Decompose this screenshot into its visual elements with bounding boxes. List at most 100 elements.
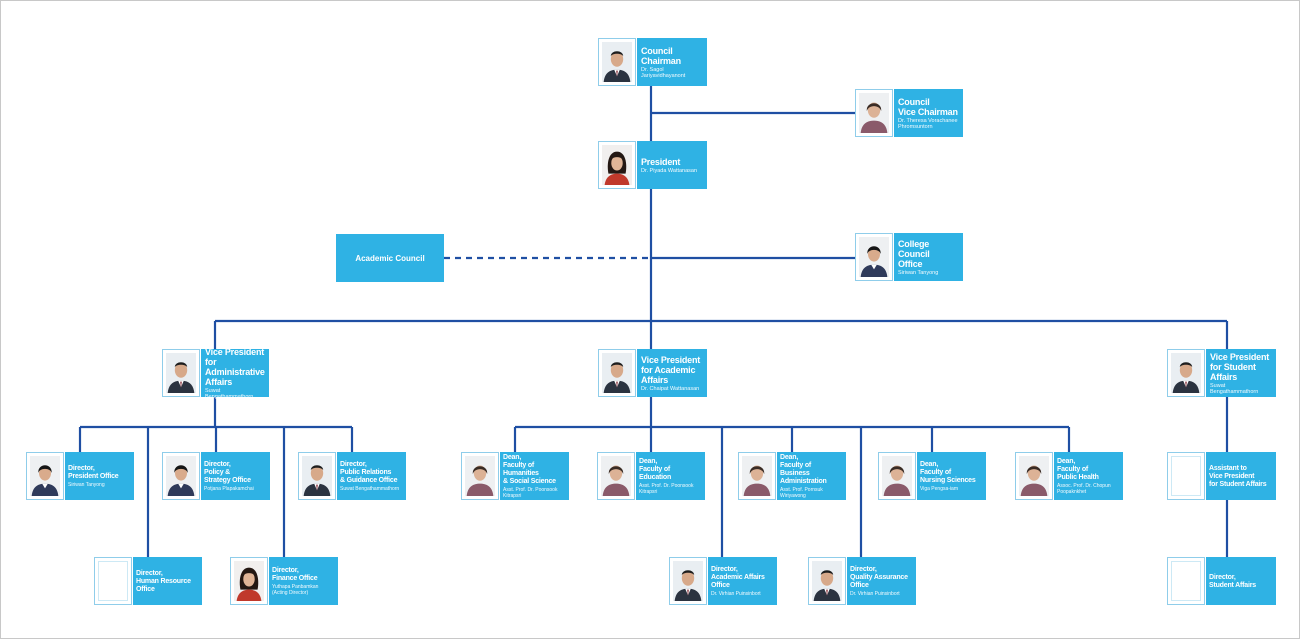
node-label-box: Dean, Faculty of Business Administration…	[777, 452, 846, 500]
node-person-name: Yuthapa Panbamkan (Acting Director)	[272, 584, 319, 596]
portrait-photo	[598, 141, 636, 189]
man-suit-icon	[812, 561, 842, 601]
node-person-name: Dr. Sagol Jariyavidhayanont	[641, 67, 686, 79]
node-label-box: Vice President for Administrative Affair…	[201, 347, 269, 400]
portrait-photo	[162, 452, 200, 500]
node-person-name: Asst. Prof. Dr. Poonsook Kitrapsri	[503, 487, 558, 499]
node-title: Dean, Faculty of Public Health	[1057, 458, 1099, 481]
portrait-photo	[597, 452, 635, 500]
node-title: Director, Human Resource Office	[136, 569, 191, 593]
node-person-name: Siriwan Tanyong	[898, 270, 939, 276]
woman-elder-icon	[882, 456, 912, 496]
node-title: Vice President for Academic Affairs	[641, 355, 701, 385]
node-dean-business: Dean, Faculty of Business Administration…	[738, 452, 846, 500]
node-person-name: Dr. Chaipat Wattanasan	[641, 386, 700, 392]
node-director-public-relations: Director, Public Relations & Guidance Of…	[298, 452, 406, 500]
node-assistant-vp-student: Assistant to Vice President for Student …	[1167, 452, 1276, 500]
woman-icon	[166, 456, 196, 496]
node-title: Dean, Faculty of Education	[639, 458, 672, 481]
woman-elder-icon	[601, 456, 631, 496]
portrait-photo	[162, 349, 200, 397]
node-person-name: Potjana Plapakamchai	[204, 486, 254, 492]
node-title: Director, President Office	[68, 465, 119, 480]
node-title: Director, Policy & Strategy Office	[204, 461, 251, 484]
man-suit-icon	[673, 561, 703, 601]
portrait-photo	[669, 557, 707, 605]
man-suit-icon	[602, 353, 632, 393]
portrait-photo	[878, 452, 916, 500]
academic-council-box: Academic Council	[336, 234, 444, 282]
node-label-box: Director, Public Relations & Guidance Of…	[337, 452, 406, 500]
node-director-student-affairs: Director, Student Affairs	[1167, 557, 1276, 605]
node-title: Vice President for Student Affairs	[1210, 352, 1270, 382]
node-title: Dean, Faculty of Humanities & Social Sci…	[503, 454, 556, 485]
portrait-photo	[298, 452, 336, 500]
node-dean-humanities: Dean, Faculty of Humanities & Social Sci…	[461, 452, 569, 500]
man-suit-icon	[602, 42, 632, 82]
node-person-name: Suwat Bengathammathorn	[1210, 383, 1259, 395]
portrait-photo	[26, 452, 64, 500]
node-vp-administrative: Vice President for Administrative Affair…	[162, 347, 269, 400]
woman-icon	[30, 456, 60, 496]
woman-young-icon	[602, 145, 632, 185]
node-person-name: Asst. Prof. Dr. Poonsook Kitrapsri	[639, 483, 694, 495]
node-person-name: Dr. Virhian Puinsinbort	[850, 591, 900, 597]
man-suit-icon	[1171, 353, 1201, 393]
node-person-name: Dr. Piyada Wattanasan	[641, 168, 698, 174]
portrait-photo	[461, 452, 499, 500]
node-title: Council Vice Chairman	[898, 97, 958, 117]
woman-elder-icon	[1019, 456, 1049, 496]
node-title: Director, Academic Affairs Office	[711, 566, 765, 589]
node-label-box: Dean, Faculty of Humanities & Social Sci…	[500, 452, 569, 500]
photo-placeholder	[94, 557, 132, 605]
photo-placeholder	[1167, 452, 1205, 500]
woman-elder-icon	[742, 456, 772, 496]
node-person-name: Viga Pengsa-iam	[920, 486, 958, 492]
node-title: President	[641, 157, 681, 167]
node-label-box: Director, Student Affairs	[1206, 557, 1276, 605]
node-title: Director, Finance Office	[272, 567, 318, 582]
node-person-name: Suwat Bengathammathorn	[340, 486, 400, 492]
portrait-photo	[855, 233, 893, 281]
node-person-name: Dr. Theresa Vorachanee Phromsuntorn	[898, 118, 958, 130]
woman-elder-icon	[465, 456, 495, 496]
portrait-photo	[598, 349, 636, 397]
node-title: Council Chairman	[641, 46, 681, 66]
man-suit-icon	[302, 456, 332, 496]
node-label-box: Assistant to Vice President for Student …	[1206, 452, 1276, 500]
node-label-box: Director, Human Resource Office	[133, 557, 202, 605]
node-title: College Council Office	[898, 239, 930, 269]
node-title: Vice President for Administrative Affair…	[205, 347, 265, 387]
photo-placeholder	[1167, 557, 1205, 605]
portrait-photo	[738, 452, 776, 500]
node-person-name: Siriwan Tanyong	[68, 482, 105, 488]
node-person-name: Suwat Bengathammathorn	[205, 388, 254, 400]
node-person-name: Dr. Virhian Puinsinbort	[711, 591, 761, 597]
